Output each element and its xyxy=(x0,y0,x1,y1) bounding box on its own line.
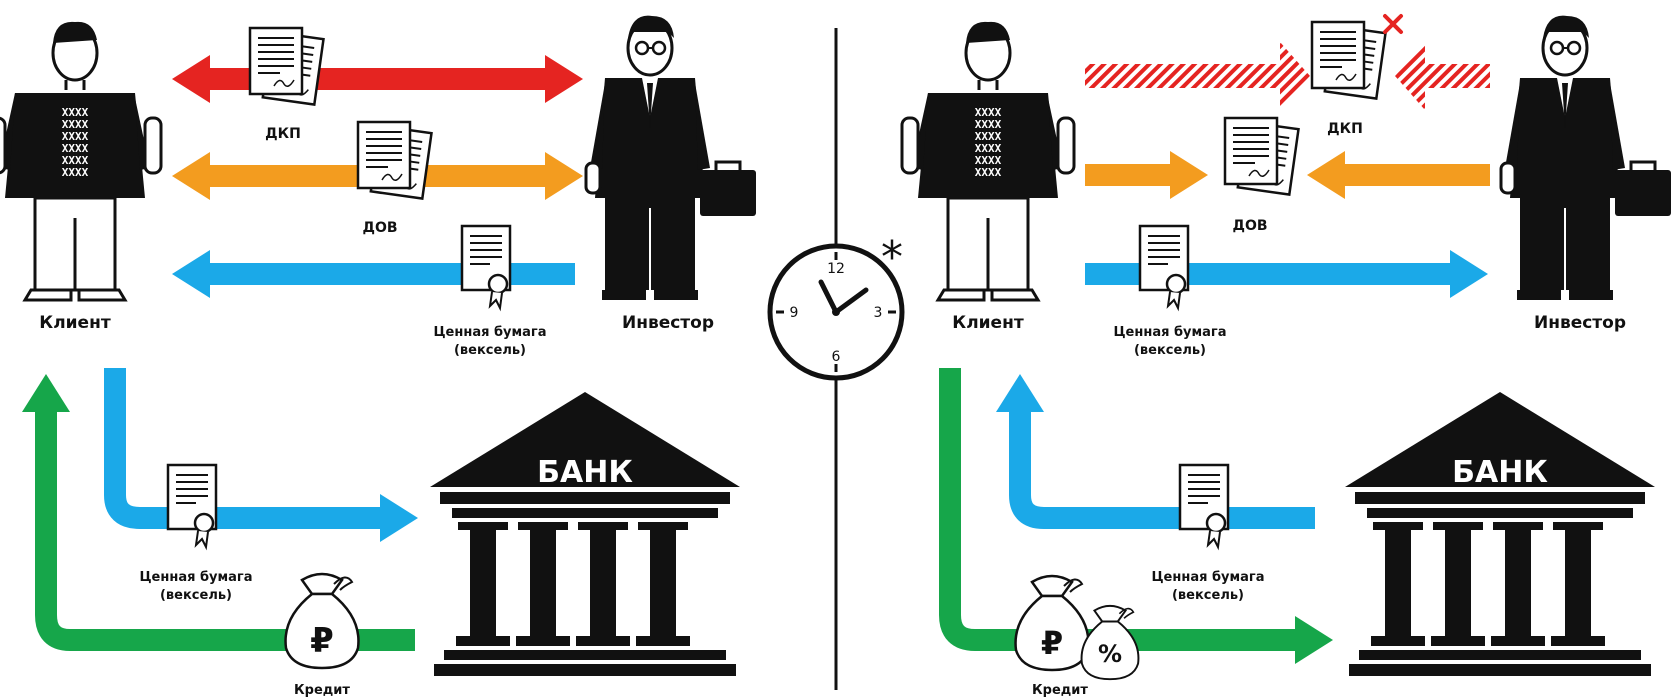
right-panel: Клиент Инвестор ДКП ДОВ xyxy=(900,14,1671,698)
bank-security-label-right-line1: Ценная бумага xyxy=(1151,570,1264,585)
dkp-document-icon-right xyxy=(1312,22,1385,99)
bank-security-certificate-icon-right xyxy=(1178,463,1230,549)
bank-label-right: БАНК xyxy=(1452,455,1548,490)
bank-security-label-left-line2: (вексель) xyxy=(160,588,232,603)
dov-label-left: ДОВ xyxy=(362,220,397,236)
credit-repay-arrow-right xyxy=(939,368,1300,651)
security-to-bank-arrowhead-left xyxy=(380,494,418,542)
investor-figure-right xyxy=(1499,14,1671,302)
clock-number-9: 9 xyxy=(790,305,799,321)
dov-label-right: ДОВ xyxy=(1232,218,1267,234)
ruble-symbol-left: ₽ xyxy=(310,621,334,661)
dov-arrow-from-client xyxy=(1085,151,1208,199)
dkp-hatched-arrow-from-investor xyxy=(1395,42,1490,110)
security-certificate-icon-left xyxy=(460,224,512,310)
bank-building-left xyxy=(430,392,740,676)
investor-figure-left xyxy=(584,14,758,302)
security-certificate-icon-right xyxy=(1138,224,1190,310)
clock-number-3: 3 xyxy=(874,305,883,321)
bank-security-certificate-icon-left xyxy=(166,463,218,549)
bank-security-label-right-line2: (вексель) xyxy=(1172,588,1244,603)
dov-arrow-from-investor xyxy=(1307,151,1490,199)
security-to-bank-arrow-left xyxy=(104,368,385,529)
clock-asterisk: * xyxy=(881,232,903,283)
security-label-left-line1: Ценная бумага xyxy=(433,325,546,340)
clock-number-6: 6 xyxy=(832,349,841,365)
bank-security-label-left-line1: Ценная бумага xyxy=(139,570,252,585)
credit-label-right: Кредит xyxy=(1032,683,1088,698)
security-arrow-left xyxy=(172,250,575,298)
dkp-label-right: ДКП xyxy=(1327,121,1363,137)
ruble-symbol-right: ₽ xyxy=(1041,624,1063,662)
security-from-bank-arrowhead-right xyxy=(996,374,1044,412)
dkp-arrow-left xyxy=(172,55,583,103)
clock-icon xyxy=(767,243,905,381)
dkp-document-icon-left xyxy=(250,28,323,105)
security-label-right-line1: Ценная бумага xyxy=(1113,325,1226,340)
client-figure-left xyxy=(0,20,163,302)
bank-building-right xyxy=(1345,392,1655,676)
dov-document-icon-right xyxy=(1225,118,1298,195)
left-panel: Клиент Инвестор ДКП ДОВ Ценная бумага (в… xyxy=(0,14,758,698)
security-from-bank-arrow-right xyxy=(1009,410,1315,529)
dkp-label-left: ДКП xyxy=(265,126,301,142)
client-figure-right xyxy=(900,20,1076,302)
security-label-right-line2: (вексель) xyxy=(1134,343,1206,358)
client-label-right: Клиент xyxy=(952,313,1024,333)
security-label-left-line2: (вексель) xyxy=(454,343,526,358)
clock-number-12: 12 xyxy=(827,261,845,277)
credit-arrowhead-left xyxy=(22,374,70,412)
credit-label-left: Кредит xyxy=(294,683,350,698)
percent-symbol-right: % xyxy=(1098,640,1122,668)
investor-label-left: Инвестор xyxy=(622,313,714,333)
cancel-x-icon xyxy=(1383,14,1403,34)
credit-arrow-left xyxy=(35,410,415,651)
credit-repay-arrowhead-right xyxy=(1295,616,1333,664)
dkp-hatched-arrow-from-client xyxy=(1085,42,1310,110)
investor-label-right: Инвестор xyxy=(1534,313,1626,333)
dov-document-icon-left xyxy=(358,122,431,199)
bank-label-left: БАНК xyxy=(537,455,633,490)
client-label-left: Клиент xyxy=(39,313,111,333)
